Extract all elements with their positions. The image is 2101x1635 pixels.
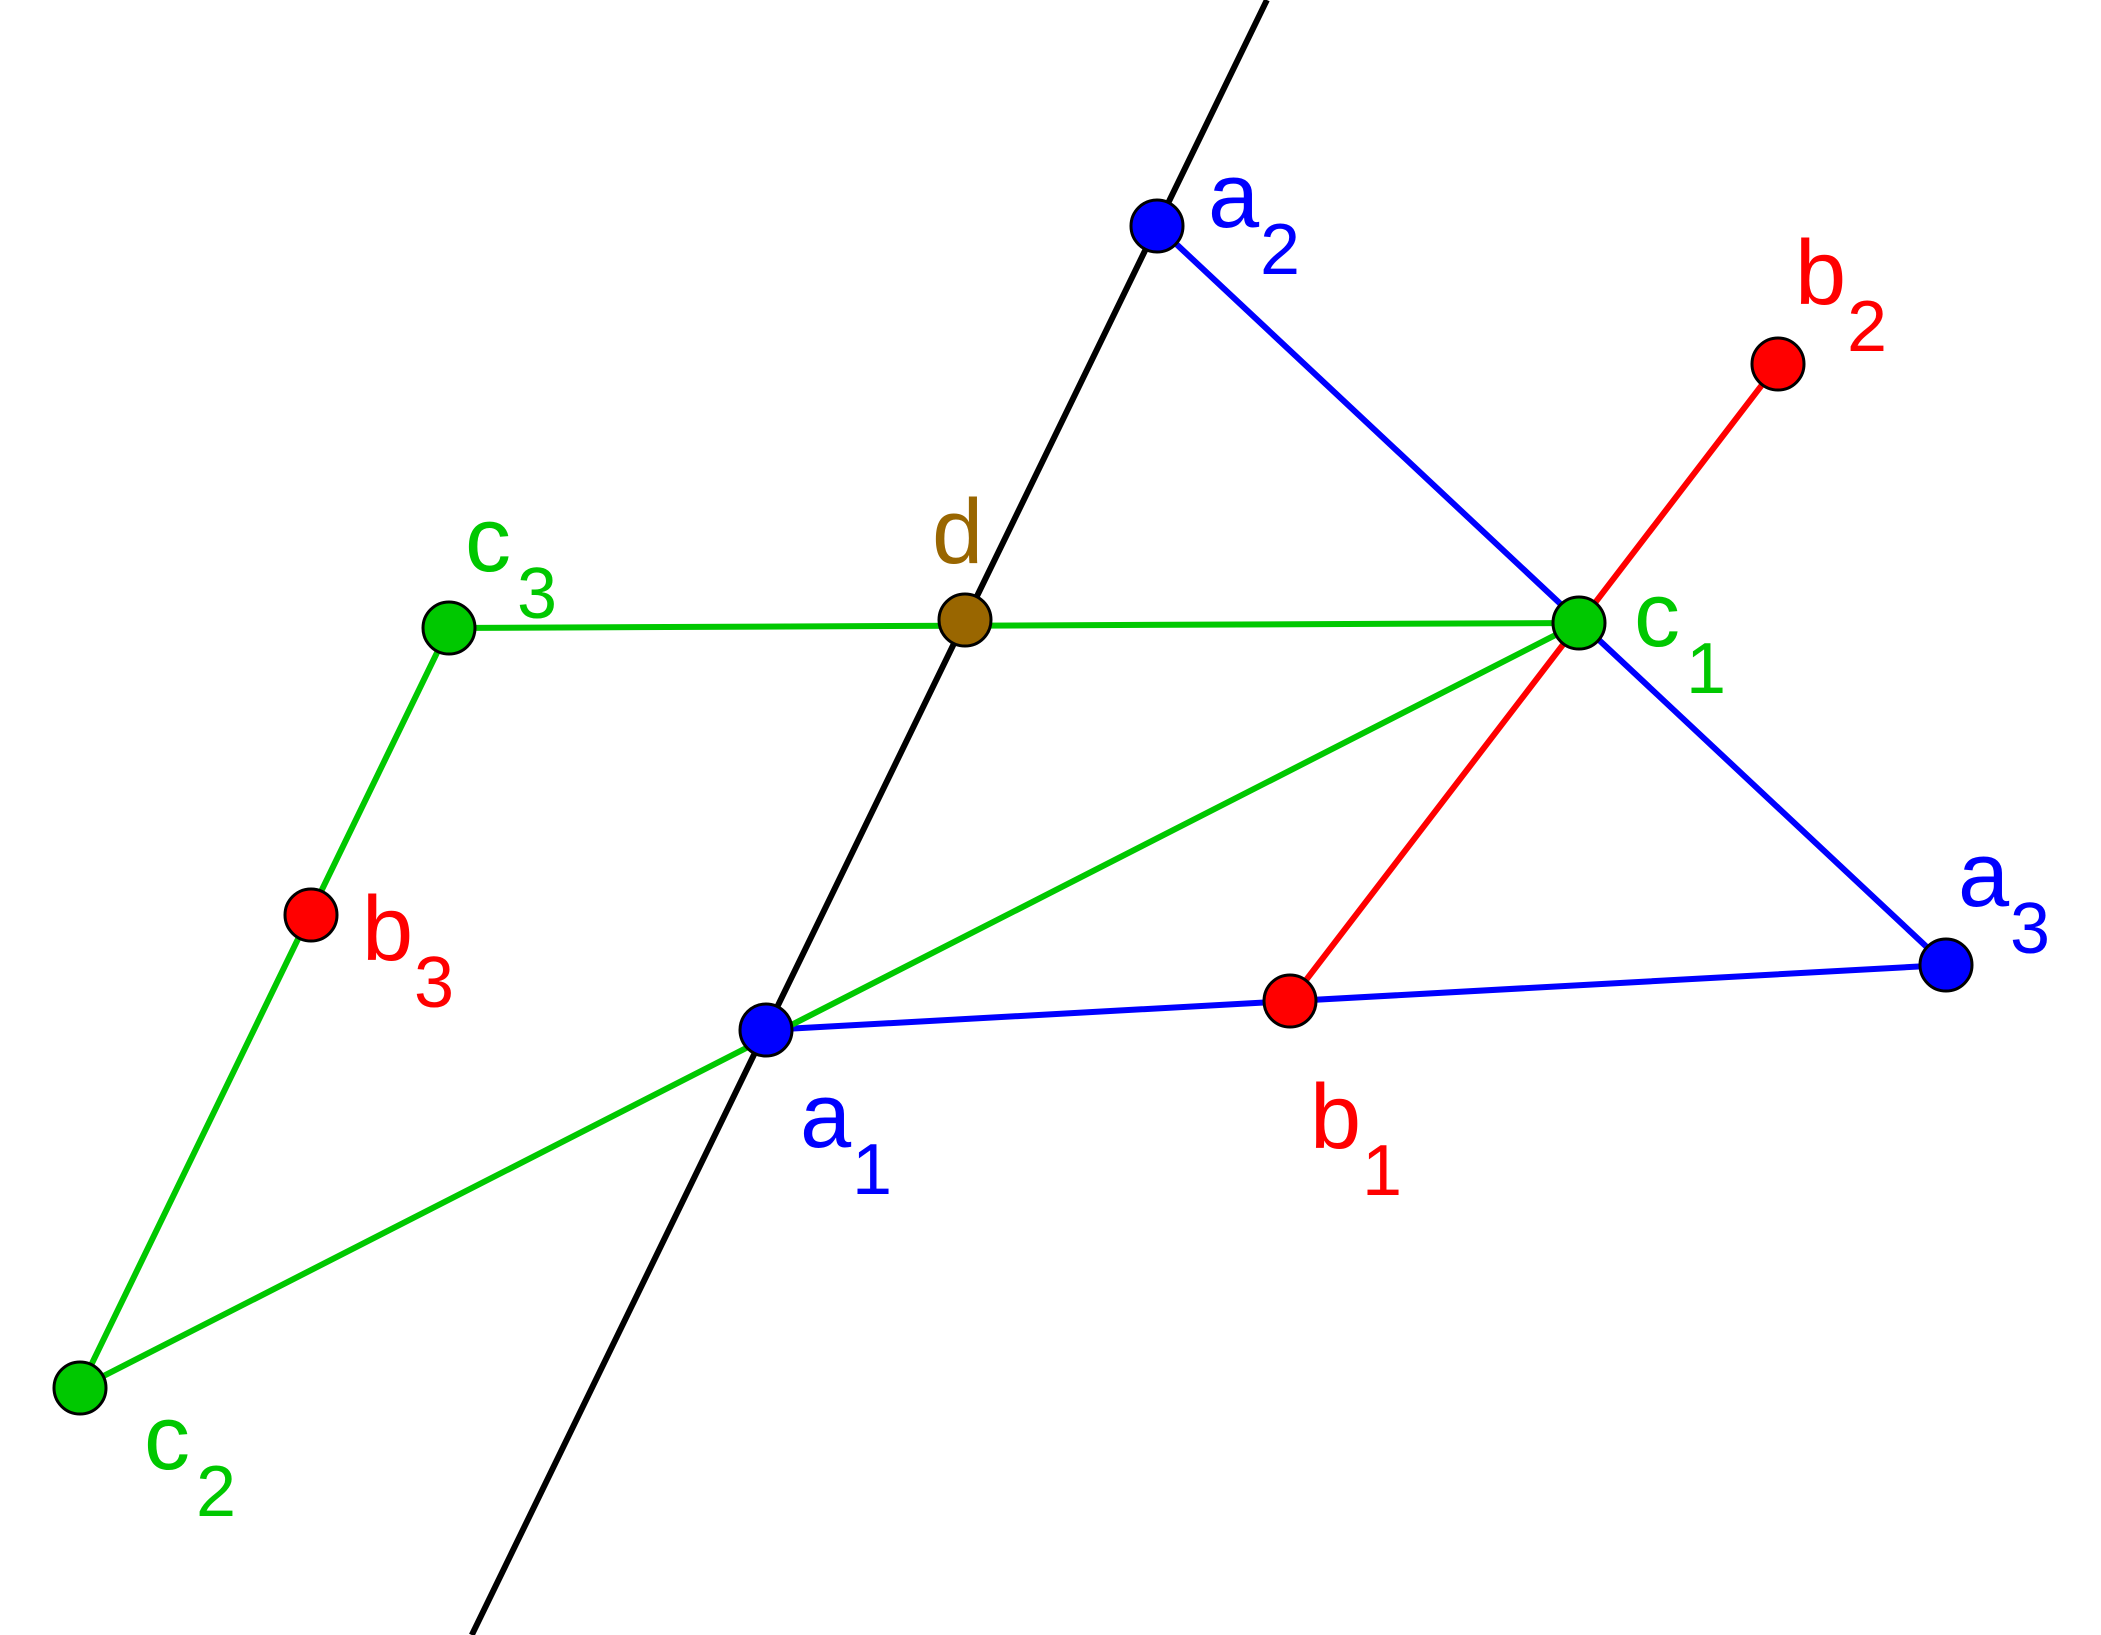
label-a1: a <box>800 1065 852 1167</box>
segment-c3-c1 <box>446 620 1582 631</box>
label-a2: a <box>1208 145 1260 247</box>
black-line-a1-a2 <box>469 0 1270 1635</box>
label-a1-subscript: 1 <box>852 1130 892 1210</box>
label-b3: b <box>362 878 413 980</box>
segment-c1-c2 <box>77 620 1582 1391</box>
label-a2-subscript: 2 <box>1260 210 1300 290</box>
segment-a1-a3 <box>763 962 1949 1033</box>
label-b1-subscript: 1 <box>1362 1131 1402 1211</box>
point-b2 <box>1750 336 1806 392</box>
point-layer <box>52 198 1974 1416</box>
segment-b1-b2 <box>1287 361 1781 1004</box>
point-d <box>937 592 993 648</box>
line-layer <box>469 0 1270 1635</box>
segment-layer <box>77 223 1949 1391</box>
point-c2 <box>52 1360 108 1416</box>
label-b3-subscript: 3 <box>414 943 454 1023</box>
label-c2: c <box>144 1387 190 1489</box>
label-b2: b <box>1795 222 1846 324</box>
segment-c2-c3 <box>77 625 452 1391</box>
point-c1 <box>1551 595 1607 651</box>
label-a3: a <box>1958 824 2010 926</box>
label-d: d <box>932 481 983 583</box>
label-b1: b <box>1310 1066 1361 1168</box>
point-a3 <box>1918 937 1974 993</box>
point-b1 <box>1262 973 1318 1029</box>
point-a2 <box>1129 198 1185 254</box>
point-b3 <box>283 887 339 943</box>
label-c3-subscript: 3 <box>517 554 557 634</box>
label-b2-subscript: 2 <box>1847 287 1887 367</box>
label-c2-subscript: 2 <box>196 1452 236 1532</box>
label-a3-subscript: 3 <box>2010 889 2050 969</box>
segment-a2-a3 <box>1154 223 1949 968</box>
point-a1 <box>738 1002 794 1058</box>
label-c1: c <box>1634 564 1680 666</box>
label-c3: c <box>465 489 511 591</box>
label-c1-subscript: 1 <box>1686 629 1726 709</box>
point-c3 <box>421 600 477 656</box>
